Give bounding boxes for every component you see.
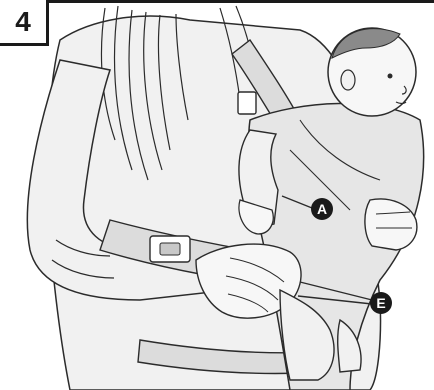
baby-eye	[388, 74, 393, 79]
callout-a-label: A	[317, 201, 327, 217]
step-number-box: 4	[0, 0, 49, 46]
callout-e: E	[370, 292, 392, 314]
step-number: 4	[15, 8, 31, 36]
strap-buckle	[238, 92, 256, 114]
baby-ear	[341, 70, 355, 90]
callout-e-label: E	[376, 295, 385, 311]
top-rule	[0, 0, 434, 3]
callout-a: A	[311, 198, 333, 220]
